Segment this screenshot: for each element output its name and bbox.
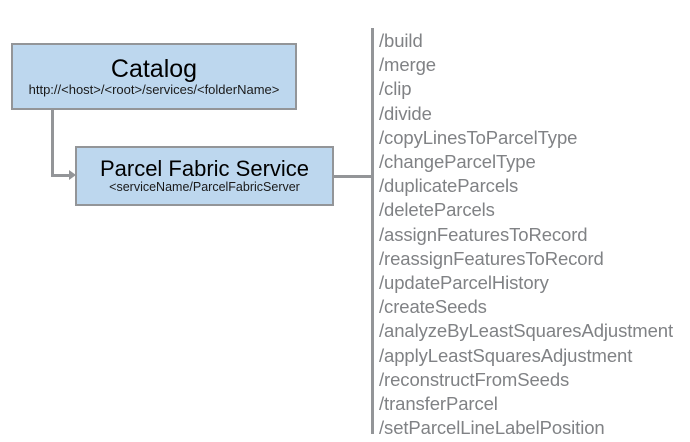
operation-item[interactable]: /applyLeastSquaresAdjustment — [379, 344, 633, 366]
node-catalog-title: Catalog — [110, 54, 198, 83]
operation-item[interactable]: /duplicateParcels — [379, 175, 519, 197]
node-service-path: <serviceName/ParcelFabricServer — [109, 180, 300, 195]
operation-item[interactable]: /transferParcel — [379, 393, 498, 415]
operation-item[interactable]: /reconstructFromSeeds — [379, 368, 570, 390]
operation-item[interactable]: /reassignFeaturesToRecord — [379, 247, 604, 269]
connector-service-to-operations — [334, 175, 373, 178]
node-catalog-url: http://<host>/<root>/services/<folderNam… — [28, 81, 280, 97]
connector-catalog-horizontal — [51, 174, 71, 177]
operation-item[interactable]: /build — [379, 30, 423, 51]
operations-list: /build /merge /clip /divide /copyLinesTo… — [379, 29, 684, 440]
operation-item[interactable]: /divide — [379, 102, 432, 124]
operation-item[interactable]: /assignFeaturesToRecord — [379, 223, 588, 245]
operation-item[interactable]: /changeParcelType — [379, 151, 536, 173]
arrowhead-icon — [69, 170, 76, 180]
operation-item[interactable]: /createSeeds — [379, 296, 487, 318]
connector-catalog-vertical — [51, 110, 54, 176]
node-catalog[interactable]: Catalog http://<host>/<root>/services/<f… — [11, 43, 297, 110]
operation-item[interactable]: /clip — [379, 78, 412, 100]
node-service-title: Parcel Fabric Service — [99, 156, 310, 182]
operation-item[interactable]: /updateParcelHistory — [379, 272, 549, 294]
operations-divider — [371, 28, 374, 434]
operation-item[interactable]: /merge — [379, 54, 436, 76]
operation-item[interactable]: /analyzeByLeastSquaresAdjustment — [379, 320, 674, 342]
operation-item[interactable]: /deleteParcels — [379, 199, 495, 221]
operation-item[interactable]: /copyLinesToParcelType — [379, 126, 578, 148]
operation-item[interactable]: /setParcelLineLabelPosition — [379, 417, 605, 439]
node-parcel-fabric-service[interactable]: Parcel Fabric Service <serviceName/Parce… — [75, 146, 334, 206]
